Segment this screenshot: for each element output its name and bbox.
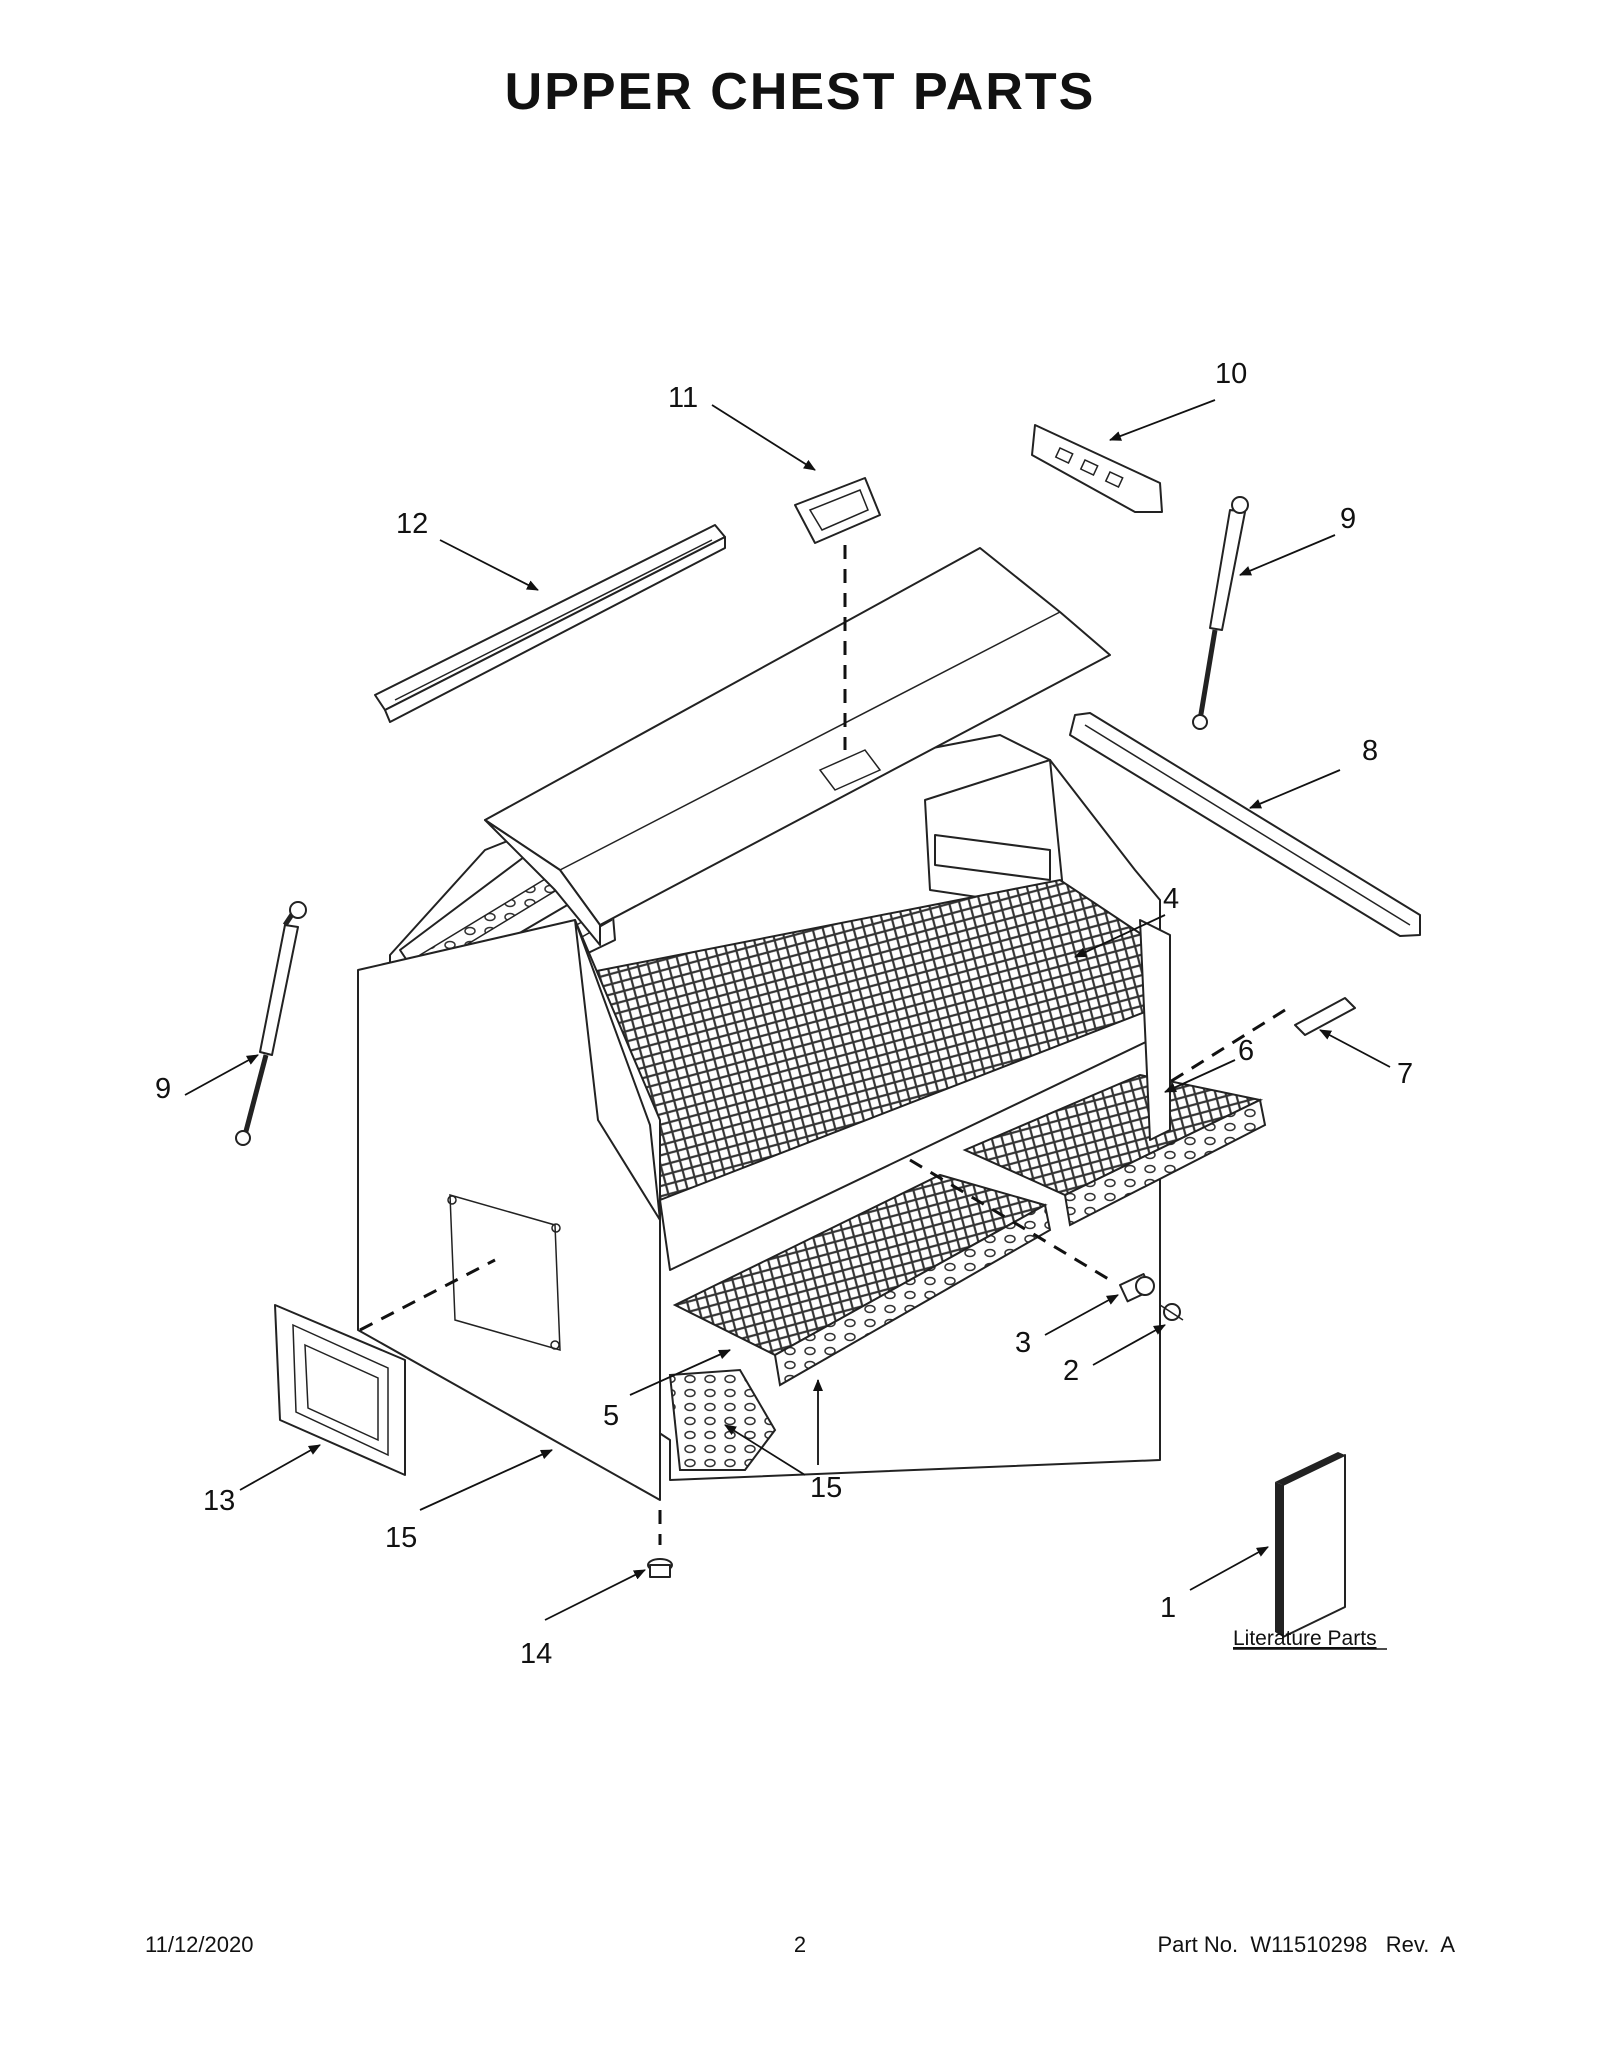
bolt — [1118, 1273, 1155, 1303]
foot — [647, 1558, 673, 1578]
callout-5: 5 — [603, 1400, 619, 1432]
literature-manual — [1275, 1452, 1346, 1638]
callout-10: 10 — [1215, 358, 1247, 390]
callout-12: 12 — [396, 508, 428, 540]
page-title: UPPER CHEST PARTS — [504, 63, 1096, 121]
chest-body — [357, 734, 1267, 1501]
gas-strut-left — [235, 901, 307, 1146]
callout-14: 14 — [520, 1638, 552, 1670]
drawer-slide — [1069, 712, 1421, 937]
callout-3: 3 — [1015, 1327, 1031, 1359]
callout-labels: 11 10 12 9 8 4 9 7 6 3 2 5 15 13 15 1 14… — [155, 358, 1413, 1670]
callout-13: 13 — [203, 1485, 235, 1517]
footer-page-number: 2 — [793, 1932, 807, 1957]
trim-rail — [374, 524, 726, 723]
footer-date: 11/12/2020 — [145, 1932, 254, 1957]
callout-arrows — [184, 399, 1391, 1621]
chest-lid — [484, 547, 1111, 946]
callout-15-center: 15 — [810, 1472, 842, 1504]
callout-9-right: 9 — [1340, 503, 1356, 535]
callout-1: 1 — [1160, 1592, 1176, 1624]
gas-strut-right — [1192, 496, 1249, 730]
side-handle — [274, 1304, 406, 1476]
literature-parts-label: Literature Parts — [1233, 1627, 1377, 1650]
callout-11: 11 — [668, 382, 698, 414]
assembly-lines — [359, 545, 1286, 1545]
callout-15-left: 15 — [385, 1522, 417, 1554]
power-strip — [1031, 424, 1163, 513]
nut — [1159, 1303, 1184, 1321]
footer-part-number: Part No. W11510298 Rev. A — [1157, 1932, 1455, 1957]
lid-handle — [794, 477, 881, 544]
badge — [1294, 997, 1356, 1036]
callout-6: 6 — [1238, 1035, 1254, 1067]
callout-2: 2 — [1063, 1355, 1079, 1387]
callout-7: 7 — [1397, 1058, 1413, 1090]
callout-8: 8 — [1362, 735, 1378, 767]
callout-9-left: 9 — [155, 1073, 171, 1105]
callout-4: 4 — [1163, 883, 1179, 915]
